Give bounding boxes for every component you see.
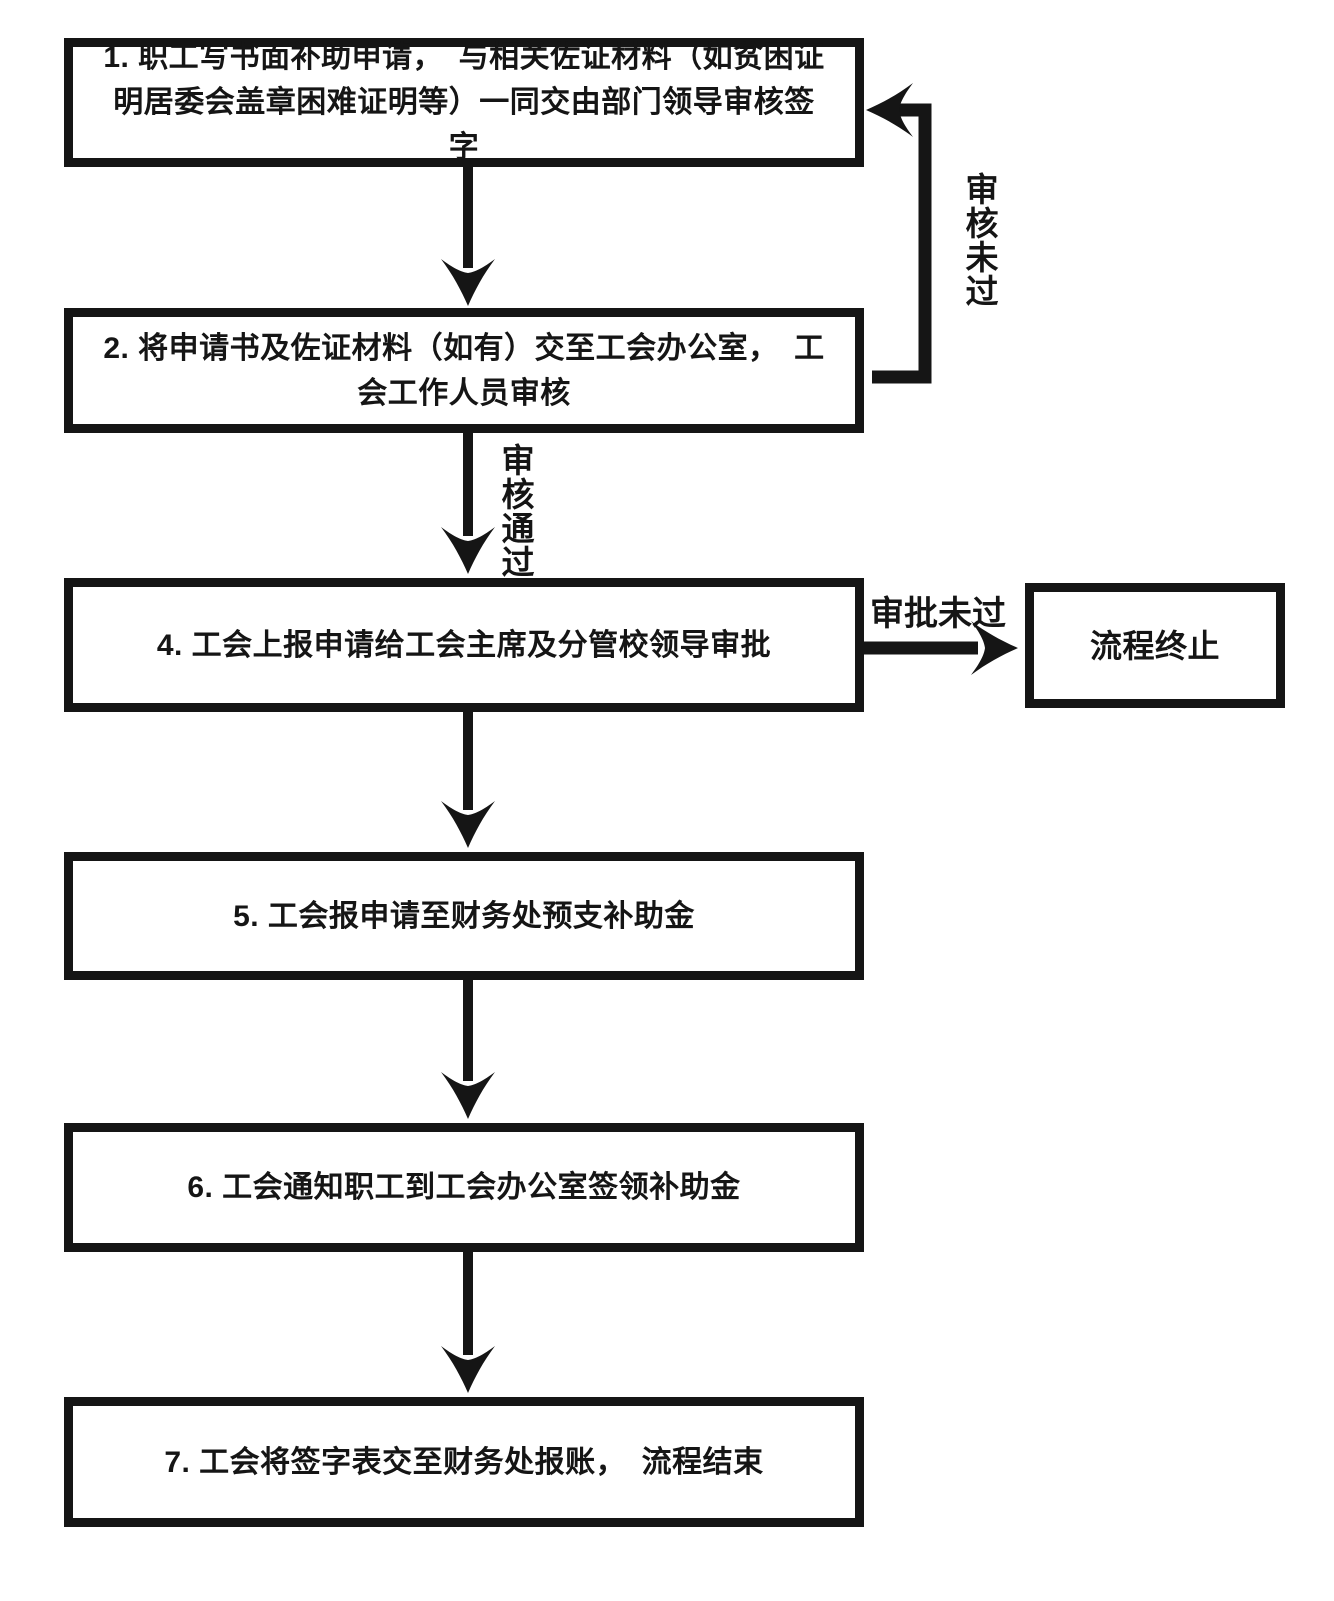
step-1-box: 1. 职工写书面补助申请， 与相关佐证材料（如贫困证明居委会盖章困难证明等）一同… — [64, 38, 864, 167]
edge-label-approval-fail: 审批未过 — [870, 595, 1006, 633]
step-4-box: 4. 工会上报申请给工会主席及分管校领导审批 — [64, 578, 864, 712]
arrow-step2-loop-to-step1 — [866, 83, 932, 384]
arrow-step5-to-step6 — [441, 976, 495, 1119]
step-2-box: 2. 将申请书及佐证材料（如有）交至工会办公室， 工会工作人员审核 — [64, 308, 864, 433]
terminate-label: 流程终止 — [1089, 627, 1220, 664]
step-5-label: 5. 工会报申请至财务处预支补助金 — [233, 899, 695, 933]
step-2-label: 2. 将申请书及佐证材料（如有）交至工会办公室， 工会工作人员审核 — [103, 331, 825, 410]
arrow-step4-to-step5 — [441, 708, 495, 848]
step-6-label: 6. 工会通知职工到工会办公室签领补助金 — [187, 1171, 741, 1204]
step-1-label: 1. 职工写书面补助申请， 与相关佐证材料（如贫困证明居委会盖章困难证明等）一同… — [103, 41, 825, 164]
arrow-step2-to-step4 — [441, 429, 495, 574]
step-4-label: 4. 工会上报申请给工会主席及分管校领导审批 — [156, 628, 772, 662]
step-5-box: 5. 工会报申请至财务处预支补助金 — [64, 852, 864, 980]
arrow-step6-to-step7 — [441, 1248, 495, 1393]
step-6-box: 6. 工会通知职工到工会办公室签领补助金 — [64, 1123, 864, 1252]
step-7-box: 7. 工会将签字表交至财务处报账， 流程结束 — [64, 1397, 864, 1527]
step-7-label: 7. 工会将签字表交至财务处报账， 流程结束 — [164, 1445, 764, 1479]
edge-label-review-fail: 审核未过 — [961, 172, 998, 308]
arrow-step1-to-step2 — [441, 163, 495, 306]
edge-label-review-pass: 审核通过 — [497, 443, 534, 579]
terminate-box: 流程终止 — [1025, 583, 1285, 708]
